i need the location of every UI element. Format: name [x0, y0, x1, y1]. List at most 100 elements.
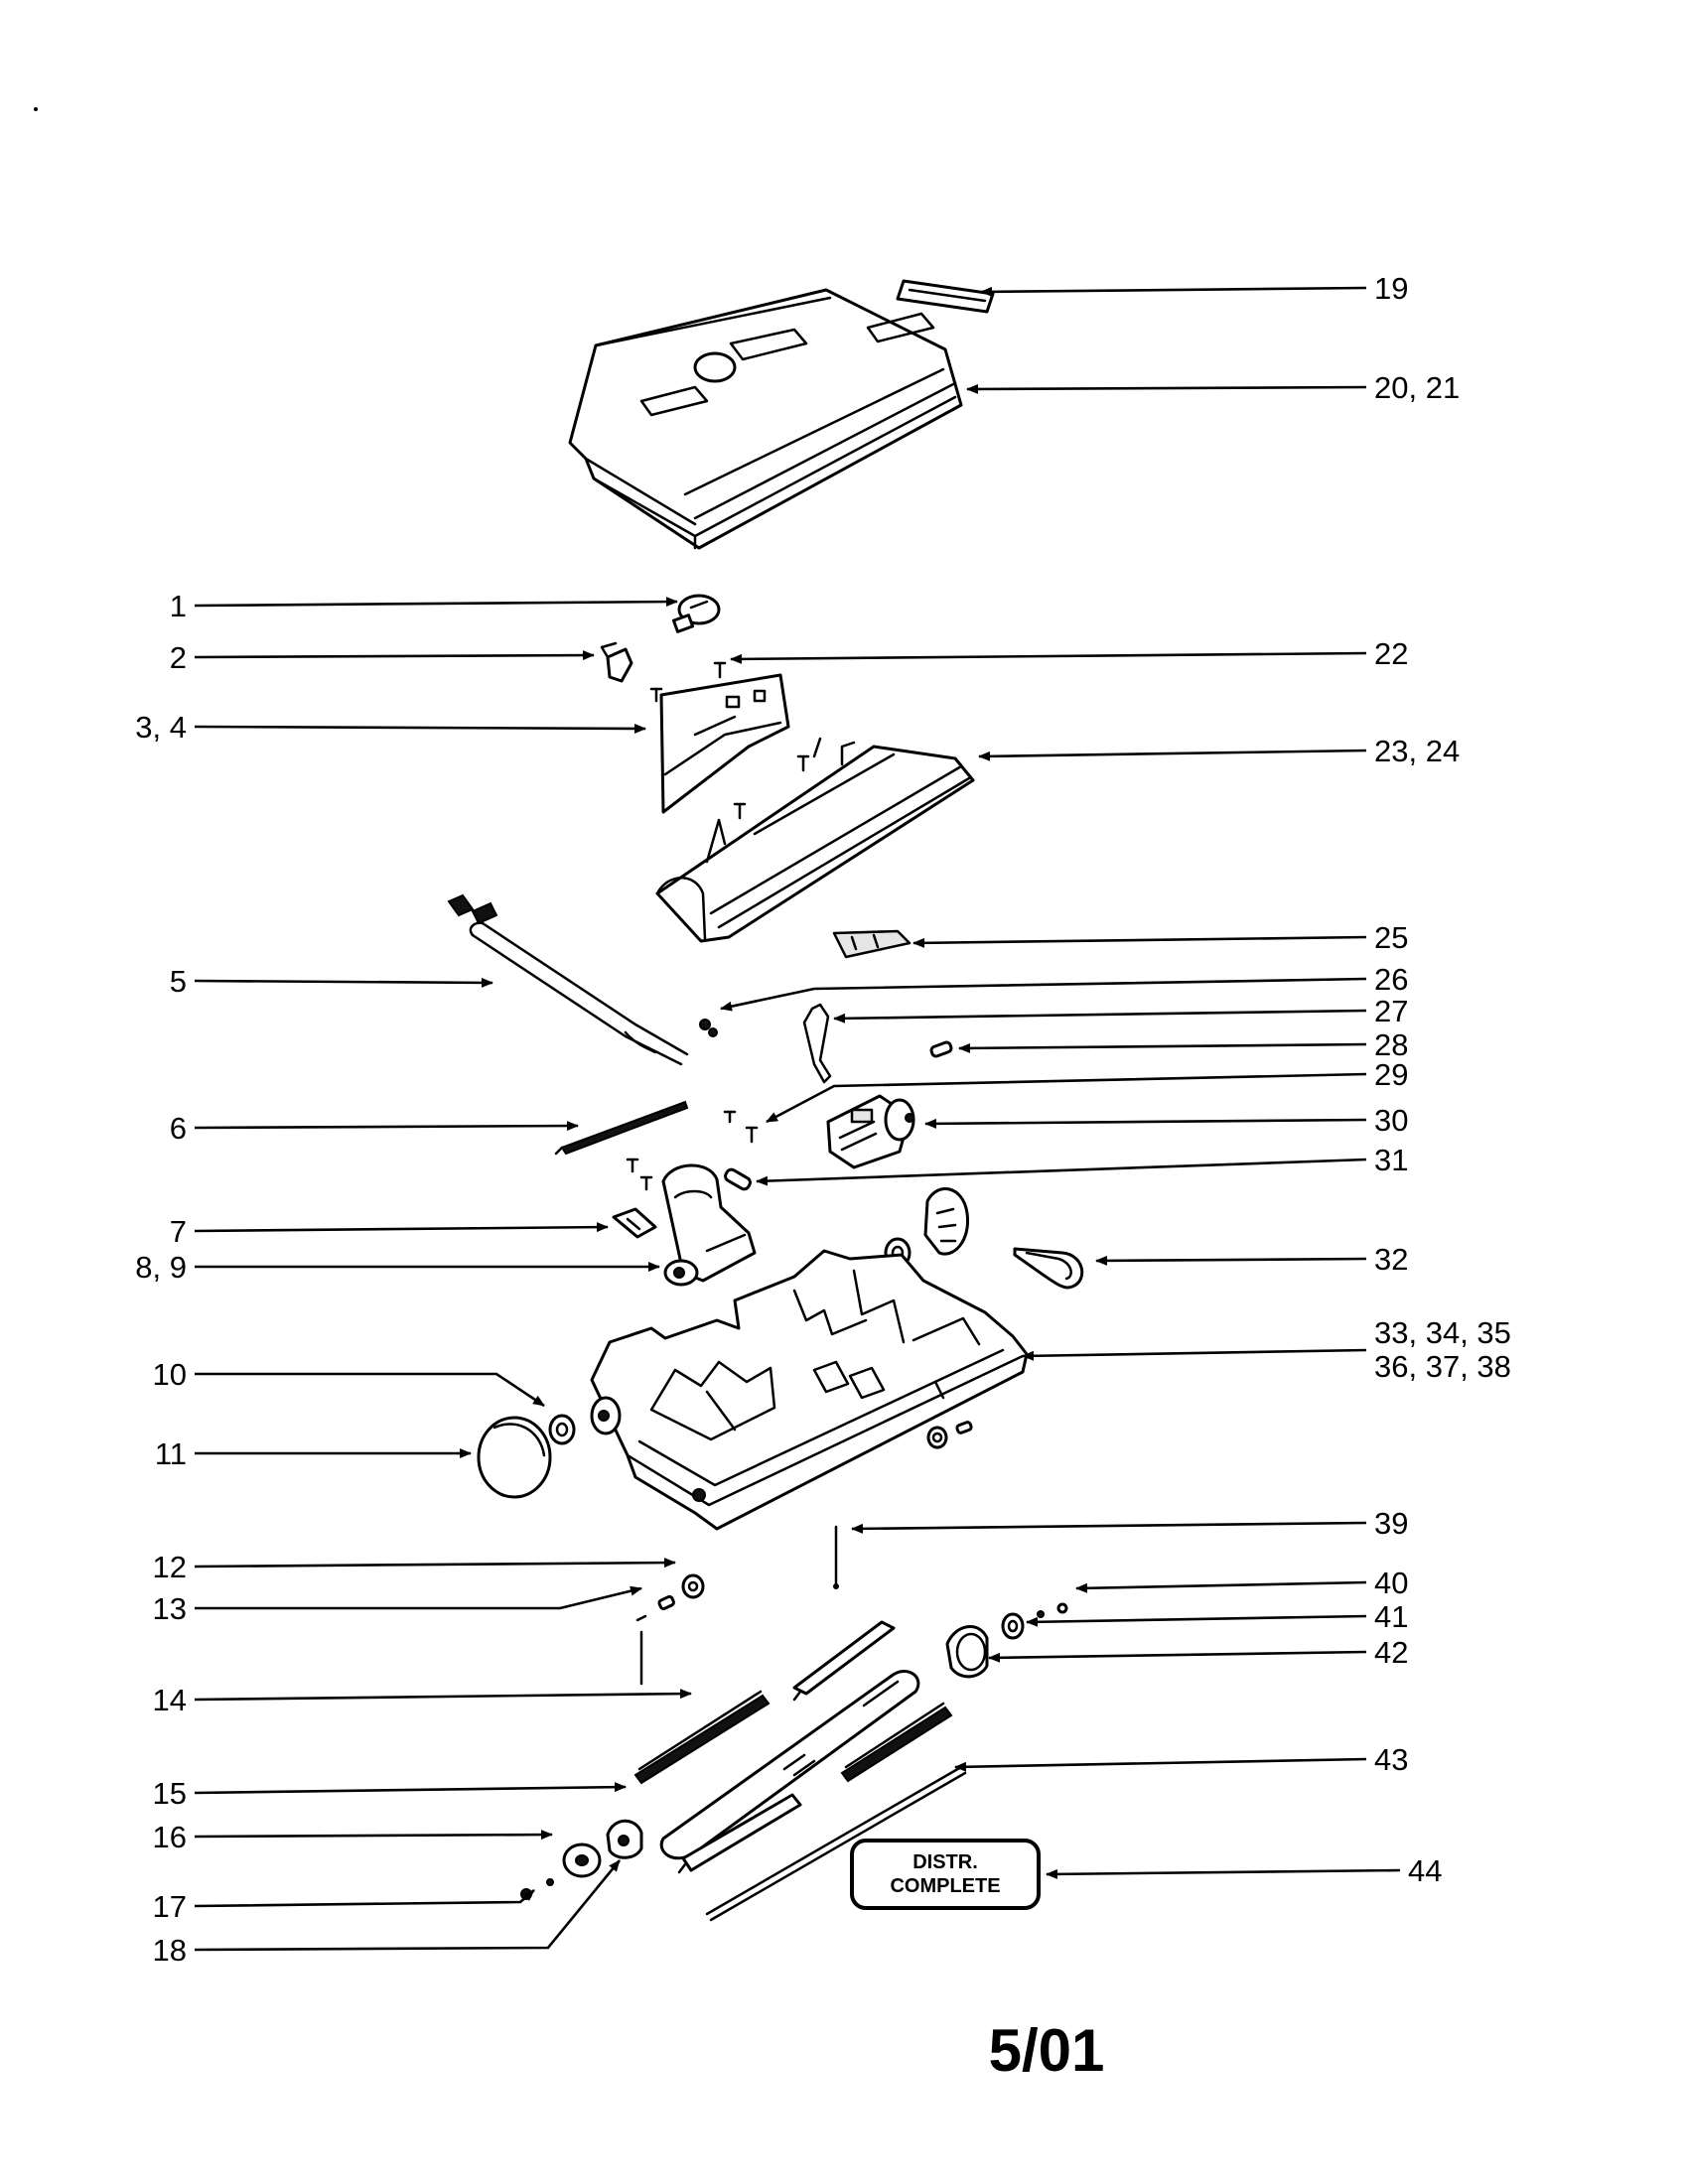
- screw: [733, 802, 747, 820]
- part-39-pin: [833, 1525, 839, 1589]
- part-8-9-swivel-neck: [661, 1163, 757, 1287]
- part-6-rod: [554, 1100, 689, 1156]
- leader-10: [195, 1372, 545, 1408]
- callout-30: 30: [1374, 1103, 1408, 1138]
- part-26-spring: [699, 1019, 718, 1037]
- leader-12: [194, 1558, 676, 1569]
- callout-6: 6: [170, 1111, 187, 1146]
- screw: [626, 1158, 653, 1191]
- callout-23-24: 23, 24: [1374, 734, 1460, 768]
- leader-40: [1075, 1580, 1367, 1593]
- fan-cap: [923, 1187, 970, 1256]
- callout-42: 42: [1374, 1635, 1408, 1670]
- leader-lines: [194, 286, 1401, 1952]
- callout-39: 39: [1374, 1506, 1408, 1541]
- callout-33-35: 33, 34, 35: [1374, 1315, 1511, 1350]
- callout-17: 17: [153, 1889, 187, 1924]
- callout-7: 7: [170, 1214, 187, 1249]
- leader-31: [756, 1158, 1367, 1186]
- leader-27: [833, 1009, 1367, 1024]
- leader-22: [730, 651, 1367, 664]
- callout-43: 43: [1374, 1742, 1408, 1777]
- badge-line-2: COMPLETE: [890, 1875, 1000, 1897]
- callout-22: 22: [1374, 636, 1408, 671]
- leader-19: [980, 286, 1367, 297]
- part-29-screw: [723, 1110, 759, 1144]
- leader-33-38: [1022, 1348, 1367, 1361]
- leader-39: [851, 1521, 1367, 1534]
- part-15-brushroll: [677, 1793, 802, 1874]
- screw: [796, 754, 810, 772]
- brushroll-dowel: [659, 1669, 920, 1860]
- brush-strip: [792, 1620, 896, 1702]
- leader-7: [194, 1222, 609, 1233]
- part-40-bearing-balls: [1037, 1602, 1068, 1618]
- badge-line-1: DISTR.: [912, 1851, 978, 1873]
- leader-1: [194, 597, 678, 608]
- leader-29: [766, 1072, 1367, 1124]
- part-3-4-light-housing: [659, 673, 790, 814]
- part-22-screw: [713, 661, 727, 679]
- part-12-washer: [681, 1573, 705, 1599]
- leader-16: [194, 1830, 553, 1841]
- part-16-bearing: [562, 1843, 602, 1878]
- callout-44: 44: [1408, 1853, 1442, 1888]
- callout-13: 13: [153, 1591, 187, 1626]
- leader-25: [912, 935, 1367, 948]
- leader-5: [194, 977, 493, 988]
- part-5-cord: [447, 893, 689, 1066]
- callout-36-38: 36, 37, 38: [1374, 1349, 1511, 1384]
- part-33-38-base: [590, 1249, 1029, 1531]
- part-1-bulb: [671, 594, 721, 633]
- callout-11: 11: [155, 1436, 187, 1471]
- part-31-pin: [724, 1167, 752, 1191]
- callout-40: 40: [1374, 1566, 1408, 1600]
- part-20-21-hood: [568, 288, 963, 550]
- leader-14: [194, 1689, 692, 1702]
- axle-pin: [955, 1421, 973, 1434]
- leader-3-4: [194, 723, 646, 734]
- callout-12: 12: [153, 1550, 187, 1584]
- leader-18: [194, 1859, 622, 1952]
- callout-3-4: 3, 4: [135, 710, 187, 745]
- part-18-end-cap: [606, 1819, 643, 1859]
- callout-15: 15: [153, 1776, 187, 1811]
- leader-17: [194, 1889, 535, 1908]
- scan-speck: [34, 107, 38, 111]
- leader-28: [958, 1042, 1367, 1053]
- leader-26: [720, 977, 1367, 1012]
- leader-6: [194, 1121, 579, 1132]
- part-23-24-bumper: [655, 737, 975, 943]
- part-13-pin: [635, 1594, 675, 1686]
- leader-41: [1026, 1614, 1367, 1627]
- leader-30: [924, 1118, 1367, 1129]
- part-28-pin: [929, 1040, 953, 1058]
- leader-42: [988, 1650, 1367, 1663]
- leader-43: [954, 1757, 1367, 1772]
- leader-20-21: [966, 383, 1367, 394]
- part-14-brush-strip: [633, 1690, 771, 1785]
- leader-44: [1046, 1868, 1401, 1879]
- screw: [649, 687, 663, 703]
- axle-washer: [926, 1426, 948, 1449]
- part-42-end-cap: [945, 1625, 989, 1679]
- callout-32: 32: [1374, 1242, 1408, 1277]
- part-30-motor: [826, 1094, 915, 1169]
- part-27-bracket: [802, 1003, 832, 1084]
- part-2-socket: [600, 641, 633, 683]
- callout-27: 27: [1374, 994, 1408, 1028]
- callout-31: 31: [1374, 1143, 1408, 1177]
- callout-28: 28: [1374, 1027, 1408, 1062]
- leader-2: [194, 650, 595, 661]
- part-19-clip: [896, 279, 995, 314]
- part-7-plate: [612, 1207, 657, 1239]
- part-44-distr-complete-badge: DISTR. COMPLETE: [850, 1839, 1041, 1910]
- callout-1: 1: [170, 589, 187, 623]
- part-10-washer: [548, 1414, 576, 1445]
- part-25-insert: [832, 929, 912, 959]
- callout-10: 10: [153, 1357, 187, 1392]
- callout-18: 18: [153, 1933, 187, 1968]
- part-43-rod: [705, 1765, 967, 1922]
- callout-25: 25: [1374, 920, 1408, 955]
